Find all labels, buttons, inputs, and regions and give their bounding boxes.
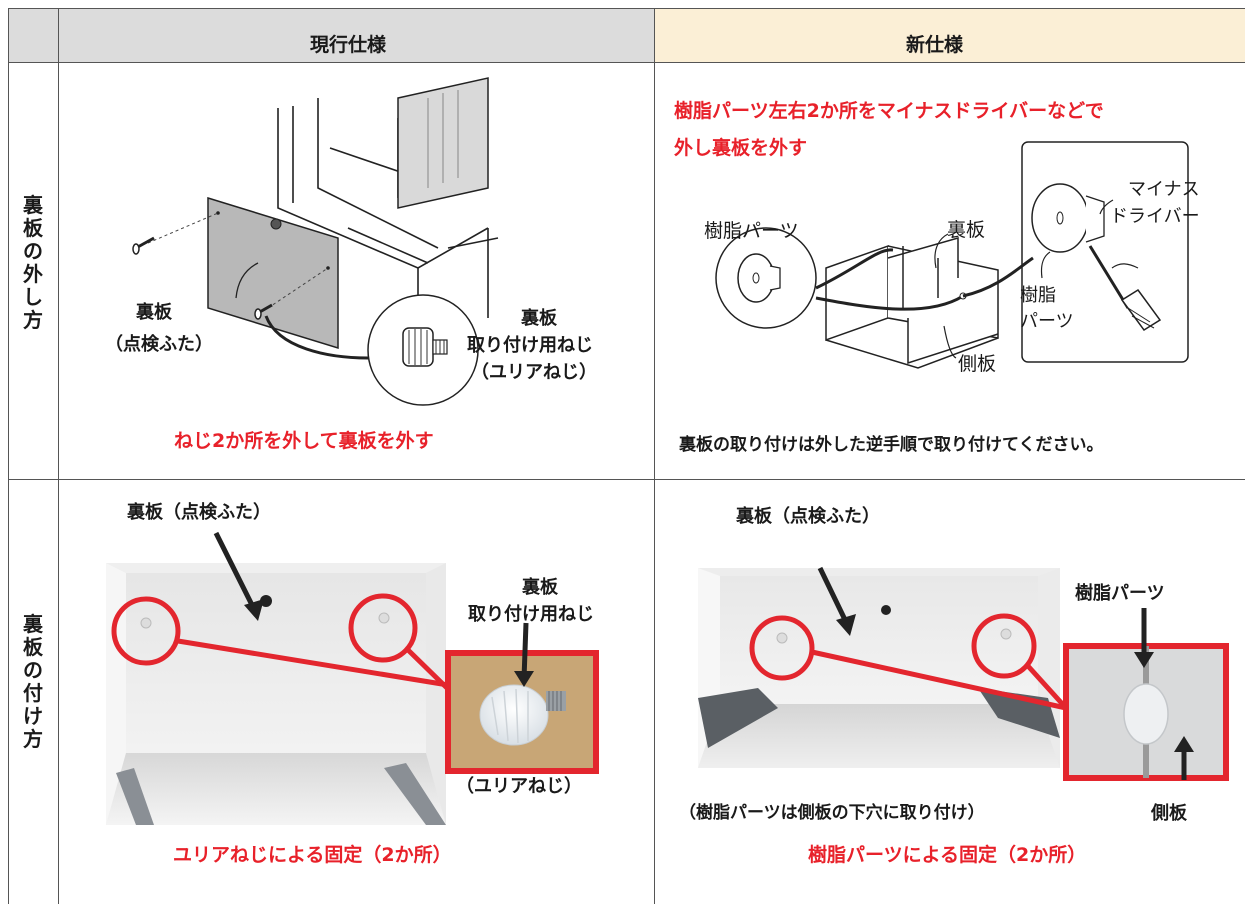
new-driver-label-2: ドライバー	[1110, 206, 1200, 227]
row-label-remove: 裏板の外し方	[23, 193, 43, 332]
spec-table: 現行仕様 新仕様 裏板の外し方 裏板の付け方	[8, 8, 1245, 904]
grid-line	[8, 8, 9, 904]
current-attach-photo	[106, 531, 599, 825]
new-resin-label-2: パーツ	[1020, 311, 1074, 332]
new-removal-illustration	[715, 141, 1189, 369]
row-label-attach: 裏板の付け方	[23, 612, 43, 751]
new-removal-heading-1: 樹脂パーツ左右2か所をマイナスドライバーなどで	[674, 100, 1104, 122]
header-new-cell	[654, 8, 1245, 62]
new-attach-photo	[698, 566, 1229, 781]
header-current: 現行仕様	[310, 34, 387, 56]
grid-line	[8, 479, 1245, 480]
header-current-cell	[58, 8, 654, 62]
current-attach-caption: ユリアねじによる固定（2か所）	[173, 844, 452, 866]
grid-line	[654, 8, 655, 904]
current-attach-screw-label-2: 取り付け用ねじ	[468, 604, 594, 625]
new-attach-board-label: 裏板（点検ふた）	[736, 506, 880, 527]
new-driver-label-1: マイナス	[1128, 179, 1200, 200]
new-back-board-label: 裏板	[947, 219, 986, 241]
new-attach-resin-label: 樹脂パーツ	[1075, 583, 1165, 604]
current-attach-screw-label-1: 裏板	[522, 577, 558, 598]
new-removal-note: 裏板の取り付けは外した逆手順で取り付けてください。	[679, 435, 1104, 455]
current-board-label: 裏板	[136, 302, 172, 323]
current-board-sub: （点検ふた）	[105, 334, 213, 355]
new-attach-side-board-label: 側板	[1151, 803, 1187, 824]
current-attach-screw-label-3: （ユリアねじ）	[456, 776, 582, 797]
current-attach-board-label: 裏板（点検ふた）	[127, 502, 271, 523]
header-corner-cell	[8, 8, 58, 62]
new-resin-parts-label: 樹脂パーツ	[704, 220, 799, 242]
current-removal-illustration	[132, 77, 499, 406]
grid-line	[8, 62, 1245, 63]
grid-line	[8, 8, 1245, 9]
new-side-board-label: 側板	[958, 353, 997, 375]
new-removal-heading-2: 外し裏板を外す	[674, 137, 808, 159]
current-screw-label-2: 取り付け用ねじ	[467, 335, 593, 356]
header-new: 新仕様	[906, 34, 964, 56]
current-screw-label-3: （ユリアねじ）	[471, 362, 597, 383]
current-removal-caption: ねじ2か所を外して裏板を外す	[174, 430, 434, 452]
new-attach-note: （樹脂パーツは側板の下穴に取り付け）	[679, 803, 985, 823]
new-resin-label-1: 樹脂	[1020, 285, 1056, 306]
new-attach-caption: 樹脂パーツによる固定（2か所）	[808, 844, 1087, 866]
current-screw-label-1: 裏板	[521, 308, 557, 329]
grid-line	[58, 8, 59, 904]
